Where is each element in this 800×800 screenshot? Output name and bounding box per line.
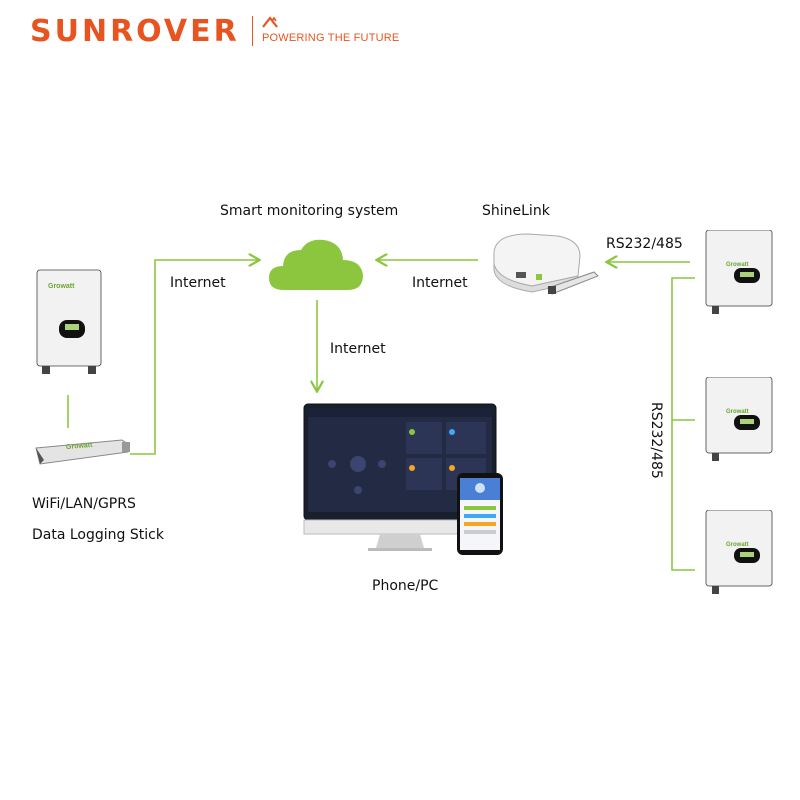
stick-label-line1: WiFi/LAN/GPRS bbox=[32, 496, 136, 512]
phone-device bbox=[456, 472, 504, 556]
brand-divider bbox=[252, 16, 253, 46]
inverter-right-1: Growatt bbox=[704, 229, 774, 316]
inverter-right-3: Growatt bbox=[704, 509, 774, 596]
rs-top-label: RS232/485 bbox=[606, 236, 683, 252]
shinelink-label: ShineLink bbox=[482, 203, 550, 219]
rs-bus-line bbox=[671, 277, 695, 571]
shinelink-device bbox=[488, 226, 602, 304]
brand-tagline: POWERING THE FUTURE bbox=[262, 32, 400, 44]
rs-vertical-label: RS232/485 bbox=[648, 402, 664, 479]
inverter-right-1-logo: Growatt bbox=[726, 262, 749, 268]
cloud-label: Smart monitoring system bbox=[220, 203, 399, 219]
pc-monitor bbox=[302, 402, 498, 552]
internet-left-label: Internet bbox=[170, 275, 226, 291]
inverter-right-2-logo: Growatt bbox=[726, 409, 749, 415]
roof-icon bbox=[262, 16, 278, 28]
phone-pc-label: Phone/PC bbox=[372, 578, 439, 594]
internet-right-label: Internet bbox=[412, 275, 468, 291]
stick-label-line2: Data Logging Stick bbox=[32, 527, 164, 543]
inverter-right-2: Growatt bbox=[704, 376, 774, 463]
stick-cloud-arrow bbox=[130, 260, 258, 455]
cloud-icon bbox=[269, 239, 363, 290]
inverter-left-logo: Growatt bbox=[48, 283, 75, 290]
internet-down-label: Internet bbox=[330, 341, 386, 357]
brand-logo: SUNROVER bbox=[30, 14, 240, 49]
data-logging-stick: Growatt bbox=[30, 430, 134, 468]
inverter-left: Growatt bbox=[34, 268, 104, 376]
inverter-right-3-logo: Growatt bbox=[726, 542, 749, 548]
